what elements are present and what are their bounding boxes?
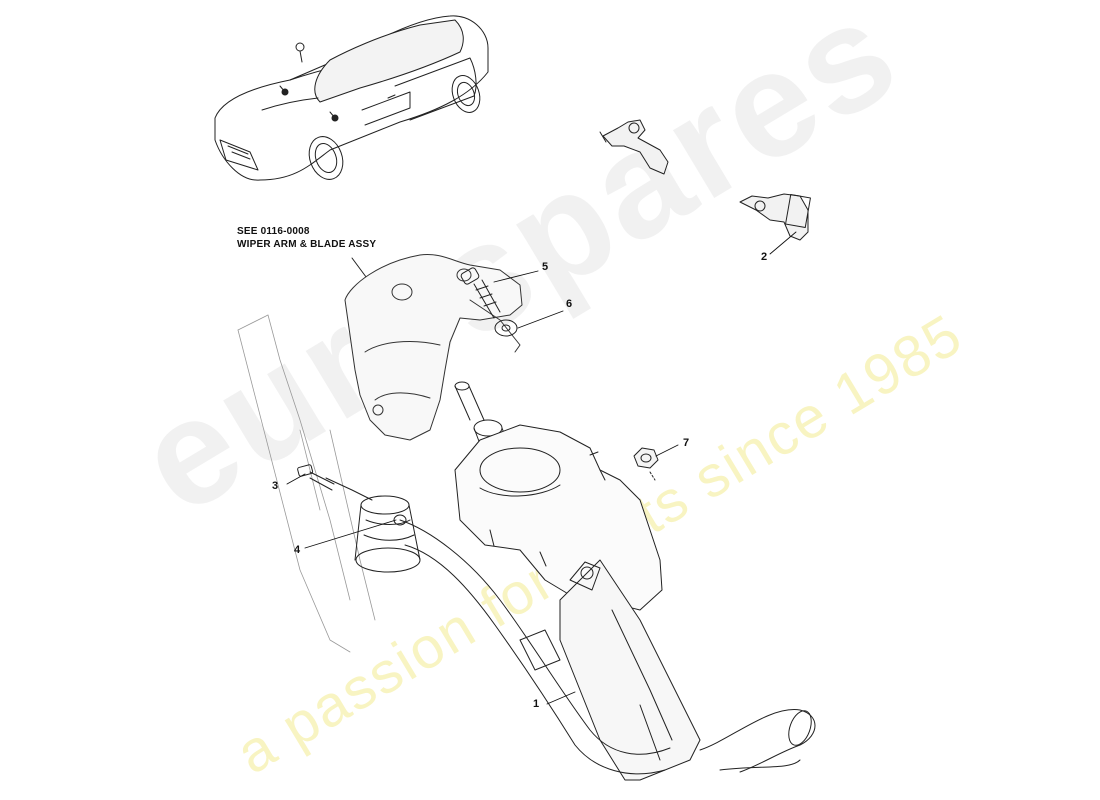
car-illustration (214, 15, 489, 181)
callout-3: 3 (272, 480, 279, 492)
callout-1: 1 (533, 698, 540, 710)
callout-5: 5 (542, 261, 549, 273)
part-5-bolt (460, 267, 501, 319)
callout-6: 6 (566, 298, 573, 310)
part-7-nut (633, 447, 659, 481)
body-outline (237, 314, 376, 653)
callout-7: 7 (683, 437, 690, 449)
callout-4: 4 (294, 544, 301, 556)
note-wiper-arm-blade-assy: WIPER ARM & BLADE ASSY (237, 239, 377, 250)
leader-lines (286, 231, 797, 705)
part-3-screw (297, 464, 373, 501)
wiper-mounting-bracket (344, 253, 523, 441)
callout-2: 2 (761, 251, 768, 263)
part-1-wiper-motor (354, 381, 816, 781)
note-see-reference: SEE 0116-0008 (237, 226, 310, 237)
part-2-pivot-brackets (599, 119, 811, 241)
part-6-washer (494, 319, 518, 337)
